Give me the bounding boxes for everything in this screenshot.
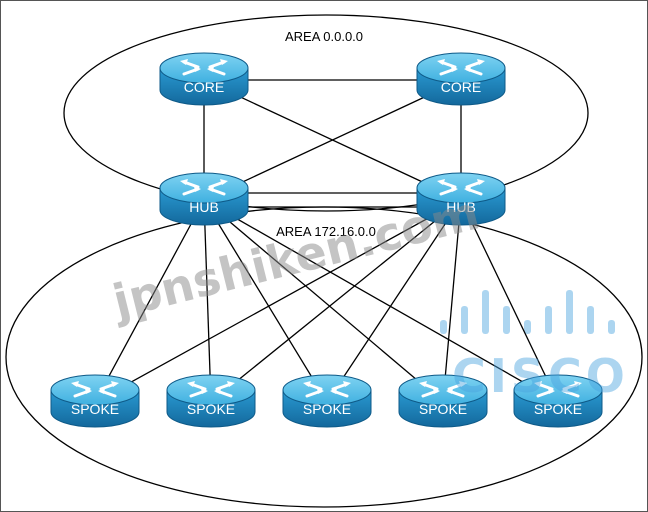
cisco-logo-bar xyxy=(566,290,573,334)
link-hub1-spoke5 xyxy=(203,199,559,403)
link-hub2-spoke4 xyxy=(442,199,462,403)
cisco-logo-bar xyxy=(608,320,615,334)
router-spoke2: SPOKE xyxy=(166,374,256,428)
watermark xyxy=(440,290,615,334)
router-label: CORE xyxy=(184,79,224,95)
link-hub1-spoke4 xyxy=(203,199,444,403)
cisco-logo-bar xyxy=(587,306,594,334)
cisco-logo-bars xyxy=(440,290,615,334)
router-hub2: HUB xyxy=(416,172,506,226)
link-core2-hub1 xyxy=(203,79,462,201)
area-172-label: AREA 172.16.0.0 xyxy=(276,224,376,239)
link-hub2-spoke3 xyxy=(326,199,462,403)
cisco-logo-bar xyxy=(482,290,489,334)
link-hub1-spoke1 xyxy=(94,199,205,403)
cisco-logo-bar xyxy=(440,320,447,334)
cisco-logo-bar xyxy=(545,306,552,334)
cisco-logo-bar xyxy=(524,320,531,334)
cisco-logo-bar xyxy=(503,306,510,334)
link-hub2-spoke2 xyxy=(210,199,462,403)
link-hub2-spoke1 xyxy=(94,199,462,403)
area-backbone-boundary xyxy=(63,14,589,212)
router-arrows-icon xyxy=(180,179,228,196)
router-label: SPOKE xyxy=(534,401,582,417)
router-spoke1: SPOKE xyxy=(50,374,140,428)
router-arrows-icon xyxy=(187,381,235,398)
router-core1: CORE xyxy=(159,52,249,106)
router-label: CORE xyxy=(441,79,481,95)
cisco-logo-bar xyxy=(461,306,468,334)
link-hub1-spoke2 xyxy=(203,199,212,403)
router-spoke4: SPOKE xyxy=(398,374,488,428)
router-label: SPOKE xyxy=(71,401,119,417)
router-arrows-icon xyxy=(303,381,351,398)
router-label: HUB xyxy=(446,199,476,215)
link-hub2-spoke5 xyxy=(460,199,559,403)
link-hub1-spoke3 xyxy=(203,199,328,403)
router-label: SPOKE xyxy=(303,401,351,417)
watermark-logo: CISCO xyxy=(452,349,629,403)
router-arrows-icon xyxy=(534,381,582,398)
router-spoke5: SPOKE xyxy=(513,374,603,428)
router-hub1: HUB xyxy=(159,172,249,226)
area-backbone-label: AREA 0.0.0.0 xyxy=(285,29,363,44)
router-arrows-icon xyxy=(71,381,119,398)
router-spoke3: SPOKE xyxy=(282,374,372,428)
router-label: SPOKE xyxy=(187,401,235,417)
nodes-layer: CORE CORE HUB HUB SPOKE SPOKE SPOKE SPOKE SPOKE xyxy=(50,52,603,428)
links-layer xyxy=(94,79,559,403)
router-arrows-icon xyxy=(437,179,485,196)
router-arrows-icon xyxy=(180,59,228,76)
router-core2: CORE xyxy=(416,52,506,106)
router-arrows-icon xyxy=(437,59,485,76)
router-label: HUB xyxy=(189,199,219,215)
router-label: SPOKE xyxy=(419,401,467,417)
router-arrows-icon xyxy=(419,381,467,398)
